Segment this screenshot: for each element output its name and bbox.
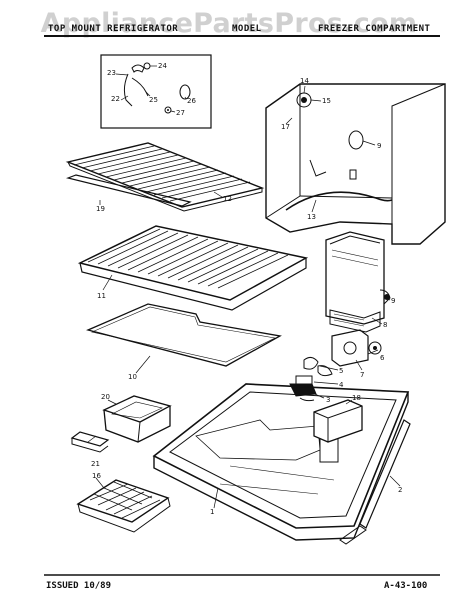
callout-10: 10 bbox=[128, 373, 137, 381]
callout-23: 23 bbox=[107, 69, 116, 77]
footer-page-ref: A-43-100 bbox=[384, 581, 428, 591]
callout-21: 21 bbox=[91, 460, 100, 468]
ice-cube-tray bbox=[76, 479, 171, 533]
callout-18-upper: 18 bbox=[352, 394, 361, 402]
callout-20: 20 bbox=[101, 393, 110, 401]
header-right-title: FREEZER COMPARTMENT bbox=[318, 24, 431, 34]
callout-5: 5 bbox=[339, 367, 343, 375]
detail-inset bbox=[100, 54, 212, 129]
callout-2: 2 bbox=[398, 486, 402, 494]
freezer-floor-pan bbox=[152, 383, 410, 541]
callout-12: 12 bbox=[223, 195, 232, 203]
door-rail bbox=[339, 419, 411, 545]
callout-25: 25 bbox=[149, 96, 158, 104]
callout-9-upper: 17 bbox=[281, 123, 290, 131]
callout-numbers: 24 23 22 25 26 27 14 15 17 9 13 19 12 11… bbox=[91, 62, 402, 516]
callout-9-lower: 9 bbox=[391, 297, 395, 305]
callout-11: 11 bbox=[97, 292, 106, 300]
callout-13: 13 bbox=[307, 213, 316, 221]
callout-4: 4 bbox=[339, 381, 344, 389]
callout-14: 14 bbox=[300, 77, 309, 85]
callout-leaders bbox=[87, 65, 401, 509]
header-model-label: MODEL bbox=[232, 24, 262, 34]
callout-16: 16 bbox=[92, 472, 101, 480]
callout-26: 26 bbox=[187, 97, 196, 105]
callout-3: 3 bbox=[326, 396, 330, 404]
freezer-shelf-frame bbox=[77, 225, 309, 311]
ice-bin bbox=[102, 395, 172, 443]
callout-17: 9 bbox=[377, 142, 381, 150]
shelf-rail bbox=[65, 174, 192, 207]
callout-8: 8 bbox=[383, 321, 387, 329]
air-duct bbox=[313, 399, 363, 443]
footer-issued-date: ISSUED 10/89 bbox=[46, 581, 112, 591]
callout-1: 1 bbox=[210, 508, 214, 516]
bin-handle bbox=[70, 431, 110, 453]
upper-wire-shelf bbox=[65, 142, 265, 212]
insulation-panel bbox=[86, 303, 282, 367]
callout-22: 22 bbox=[111, 95, 120, 103]
callout-7: 7 bbox=[360, 371, 364, 379]
freezer-cabinet bbox=[265, 83, 446, 245]
fan-shroud bbox=[331, 329, 382, 367]
callout-19: 19 bbox=[96, 205, 105, 213]
evaporator-cover bbox=[325, 231, 391, 333]
header-left-title: TOP MOUNT REFRIGERATOR bbox=[48, 24, 179, 34]
callout-27: 27 bbox=[176, 109, 185, 117]
callout-6: 6 bbox=[380, 354, 385, 362]
callout-24: 24 bbox=[158, 62, 167, 70]
callout-15: 15 bbox=[322, 97, 331, 105]
